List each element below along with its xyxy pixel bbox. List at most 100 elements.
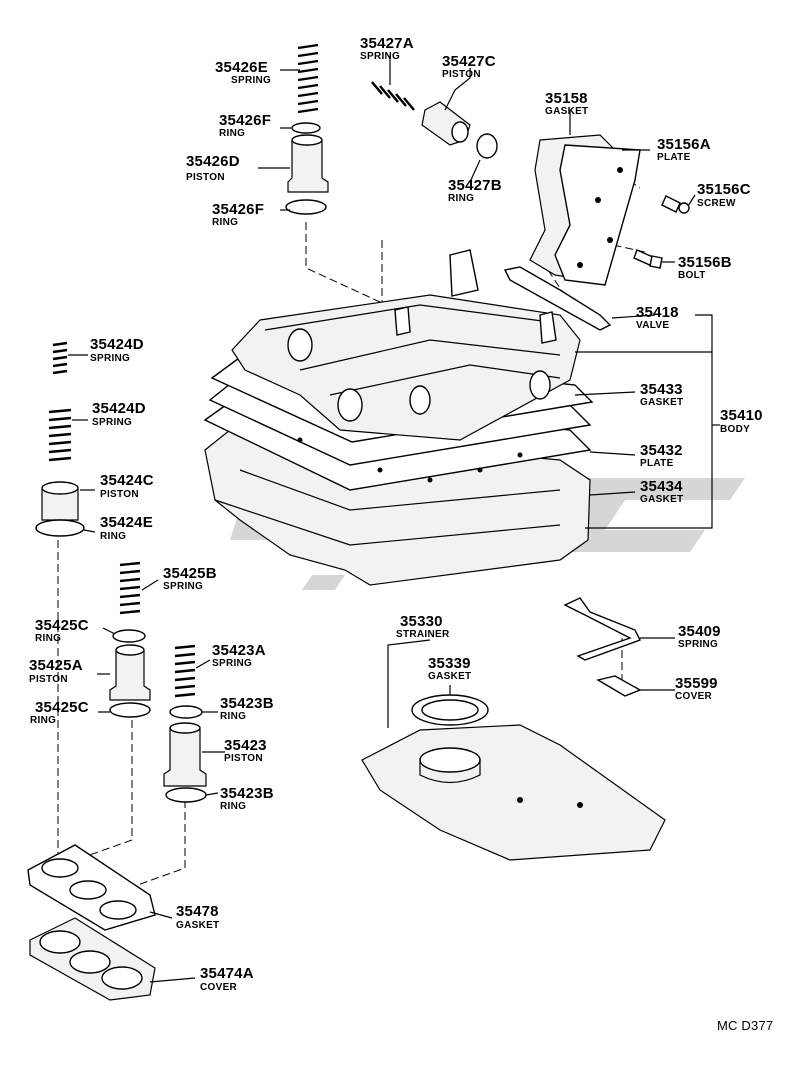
callout-35156b: 35156B BOLT [678, 254, 732, 281]
callout-35156c: 35156C SCREW [697, 181, 751, 209]
part-number: 35426E [215, 59, 268, 76]
leader-lines [68, 55, 720, 983]
part-name: GASKET [176, 920, 219, 931]
callout-35425c-b: 35425C RING [30, 699, 89, 726]
part-number: 35410 [720, 407, 763, 424]
callout-35339: 35339 GASKET [428, 655, 471, 682]
piston-35423 [163, 722, 207, 787]
part-number: 35434 [640, 478, 683, 495]
part-number: 35425C [35, 617, 89, 634]
ring-35426f-top [291, 122, 321, 134]
part-name: RING [212, 217, 238, 228]
callout-35424d-b: 35424D SPRING [92, 400, 146, 428]
part-number: 35424D [92, 400, 146, 417]
part-name: SPRING [90, 353, 130, 364]
callout-35158: 35158 GASKET [545, 90, 588, 117]
callout-35426f-b: 35426F RING [212, 201, 264, 228]
part-name: PLATE [657, 152, 691, 163]
callout-35418: 35418 VALVE [636, 304, 679, 331]
part-name: SPRING [360, 51, 400, 62]
callout-35424d-a: 35424D SPRING [90, 336, 144, 364]
spring-35424d-short [52, 341, 68, 375]
callout-35426f-a: 35426F RING [219, 112, 271, 139]
diagram-code: MC D377 [717, 1018, 773, 1033]
part-name: BOLT [678, 270, 706, 281]
part-number: 35423B [220, 785, 274, 802]
callout-35426e: 35426E SPRING [215, 59, 271, 86]
part-number: 35425B [163, 565, 217, 582]
spring-35427a [371, 81, 415, 111]
part-name: BODY [720, 424, 750, 435]
part-name: COVER [675, 691, 713, 702]
callout-35410: 35410 BODY [720, 407, 763, 435]
piston-35426d [287, 134, 329, 193]
part-name: STRAINER [396, 629, 450, 640]
part-name: SPRING [92, 417, 132, 428]
piston-35424c [41, 481, 79, 521]
piston-35427c [421, 101, 471, 146]
part-number: 35599 [675, 675, 718, 692]
ring-35423b-top [169, 705, 203, 719]
part-number: 35478 [176, 903, 219, 920]
callout-35409: 35409 SPRING [678, 623, 721, 650]
callout-35425a: 35425A PISTON [29, 657, 83, 685]
part-name: RING [448, 193, 474, 204]
part-name: COVER [200, 982, 238, 993]
ring-35427b [476, 133, 498, 159]
part-number: 35409 [678, 623, 721, 640]
callout-35474a: 35474A COVER [200, 965, 254, 993]
part-number: 35158 [545, 90, 588, 107]
part-number: 35423A [212, 642, 266, 659]
callout-35424c: 35424C PISTON [100, 472, 154, 500]
callout-35599: 35599 COVER [675, 675, 718, 702]
screw-35156c [661, 195, 690, 214]
part-name: PISTON [186, 172, 225, 183]
part-name: RING [220, 801, 246, 812]
part-number: 35156A [657, 136, 711, 153]
part-number: 35424C [100, 472, 154, 489]
part-number: 35424E [100, 514, 153, 531]
accumulator-cover-35474a [29, 917, 156, 1001]
callout-35427a: 35427A SPRING [360, 35, 414, 62]
part-number: 35427B [448, 177, 502, 194]
accumulator-gasket-35478 [27, 844, 156, 931]
part-number: 35426F [212, 201, 264, 218]
callout-35433: 35433 GASKET [640, 381, 683, 408]
part-name: RING [30, 715, 56, 726]
part-name: PLATE [640, 458, 674, 469]
oil-strainer [361, 724, 666, 861]
callout-35156a: 35156A PLATE [657, 136, 711, 163]
part-number: 35432 [640, 442, 683, 459]
part-name: GASKET [640, 494, 683, 505]
valve-body-assembly [203, 249, 594, 586]
part-name: SPRING [212, 658, 252, 669]
side-plate [554, 144, 641, 286]
part-number: 35427A [360, 35, 414, 52]
valve-35418 [503, 266, 612, 331]
ring-35424e [35, 519, 85, 537]
part-number: 35424D [90, 336, 144, 353]
part-number: 35423B [220, 695, 274, 712]
detent-spring [563, 597, 641, 661]
part-name: RING [219, 128, 245, 139]
callout-35423a: 35423A SPRING [212, 642, 266, 669]
part-name: PISTON [224, 753, 263, 764]
part-name: GASKET [640, 397, 683, 408]
strainer-gasket [411, 694, 489, 726]
callout-35427b: 35427B RING [448, 177, 502, 204]
part-number: 35426D [186, 153, 240, 170]
callout-35423b-b: 35423B RING [220, 785, 274, 812]
callout-35478: 35478 GASKET [176, 903, 219, 931]
part-number: 35427C [442, 53, 496, 70]
callout-35425c-a: 35425C RING [35, 617, 89, 644]
callout-35427c: 35427C PISTON [442, 53, 496, 80]
part-name: RING [100, 531, 126, 542]
piston-35425a [109, 644, 151, 701]
spring-35425b [119, 561, 141, 615]
part-number: 35426F [219, 112, 271, 129]
callout-35426d: 35426D PISTON [186, 153, 240, 183]
part-name: PISTON [442, 69, 481, 80]
callout-35330: 35330 STRAINER [396, 613, 450, 640]
callout-35425b: 35425B SPRING [163, 565, 217, 592]
